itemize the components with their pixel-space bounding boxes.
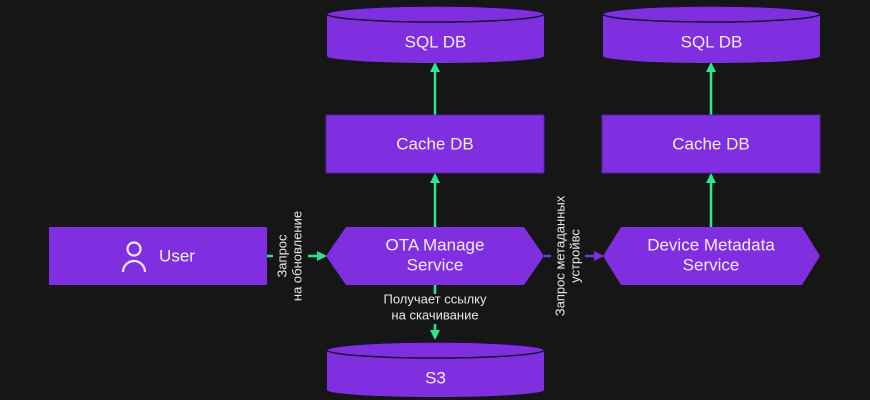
- device-service-label-line1: Device Metadata: [647, 235, 775, 254]
- ota-service-hexagon: [326, 227, 544, 285]
- edge-label-user-to-ota-line2: на обновление: [289, 211, 304, 301]
- edge-label-ota-to-device-line2: устройвс: [567, 229, 582, 283]
- device-metadata-service-node[interactable]: Device Metadata Service: [603, 227, 820, 285]
- edge-label-ota-to-s3-line2: на скачивание: [391, 307, 478, 322]
- ota-service-label-line2: Service: [407, 255, 464, 274]
- device-service-label-line2: Service: [683, 255, 740, 274]
- device-service-hexagon: [603, 227, 820, 285]
- s3-body: [327, 350, 544, 397]
- user-node[interactable]: User: [49, 227, 267, 285]
- ota-manage-service-node[interactable]: OTA Manage Service: [326, 227, 544, 285]
- cache-db-left-label: Cache DB: [396, 134, 473, 153]
- edge-label-ota-to-device: Запрос метаданных устройвс: [552, 195, 582, 316]
- cache-db-right-box: [601, 114, 821, 174]
- user-box: [49, 227, 267, 285]
- sql-db-left-label: SQL DB: [405, 32, 467, 51]
- edge-label-user-to-ota-line1: Запрос: [274, 234, 289, 278]
- sql-db-left-node[interactable]: SQL DB: [326, 5, 545, 63]
- ota-service-label-line1: OTA Manage: [386, 235, 485, 254]
- sql-db-right-body: [603, 14, 820, 63]
- edge-label-ota-to-device-line1: Запрос метаданных: [552, 195, 567, 316]
- s3-label: S3: [425, 368, 446, 387]
- cache-db-left-node[interactable]: Cache DB: [325, 114, 545, 174]
- user-label: User: [159, 246, 195, 265]
- cache-db-right-label: Cache DB: [672, 134, 749, 153]
- sql-db-left-top: [326, 5, 545, 23]
- sql-db-right-top: [602, 5, 821, 23]
- sql-db-right-node[interactable]: SQL DB: [602, 5, 821, 63]
- user-icon: [121, 241, 147, 273]
- sql-db-right-label: SQL DB: [681, 32, 743, 51]
- edge-label-user-to-ota: Запрос на обновление: [274, 211, 304, 301]
- cache-db-left-box: [325, 114, 545, 174]
- sql-db-left-body: [327, 14, 544, 63]
- s3-node[interactable]: S3: [326, 341, 545, 397]
- edge-label-ota-to-s3-line1: Получает ссылку: [383, 291, 487, 306]
- cache-db-right-node[interactable]: Cache DB: [601, 114, 821, 174]
- s3-top: [326, 341, 545, 359]
